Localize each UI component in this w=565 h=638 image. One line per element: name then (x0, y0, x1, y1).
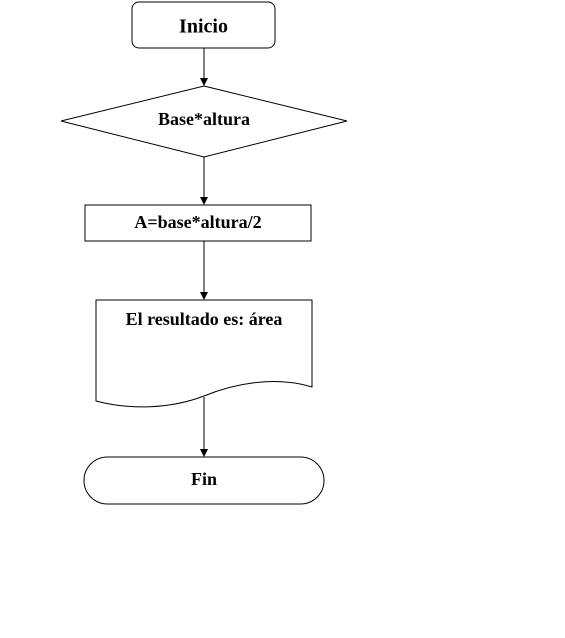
start-node: Inicio (131, 1, 276, 49)
output-node-shape (95, 299, 313, 408)
process-node-label: A=base*altura/2 (134, 212, 261, 232)
input-node-label: Base*altura (158, 109, 250, 129)
start-node-label: Inicio (179, 16, 228, 38)
end-node: Fin (83, 456, 325, 505)
arrowhead-icon (200, 292, 208, 300)
edge-process-to-output (200, 241, 208, 300)
end-node-shape (83, 456, 325, 505)
process-node-shape (84, 204, 312, 242)
edge-output-to-end (200, 397, 208, 457)
edge-start-to-input (200, 48, 208, 86)
end-node-label: Fin (191, 469, 217, 489)
input-node: Base*altura (60, 85, 348, 158)
output-node-label: El resultado es: área (126, 309, 283, 329)
arrowhead-icon (200, 197, 208, 205)
edge-input-to-process (200, 157, 208, 205)
arrowhead-icon (200, 449, 208, 457)
output-node: El resultado es: área (95, 299, 313, 408)
process-node: A=base*altura/2 (84, 204, 312, 242)
arrowhead-icon (200, 78, 208, 86)
